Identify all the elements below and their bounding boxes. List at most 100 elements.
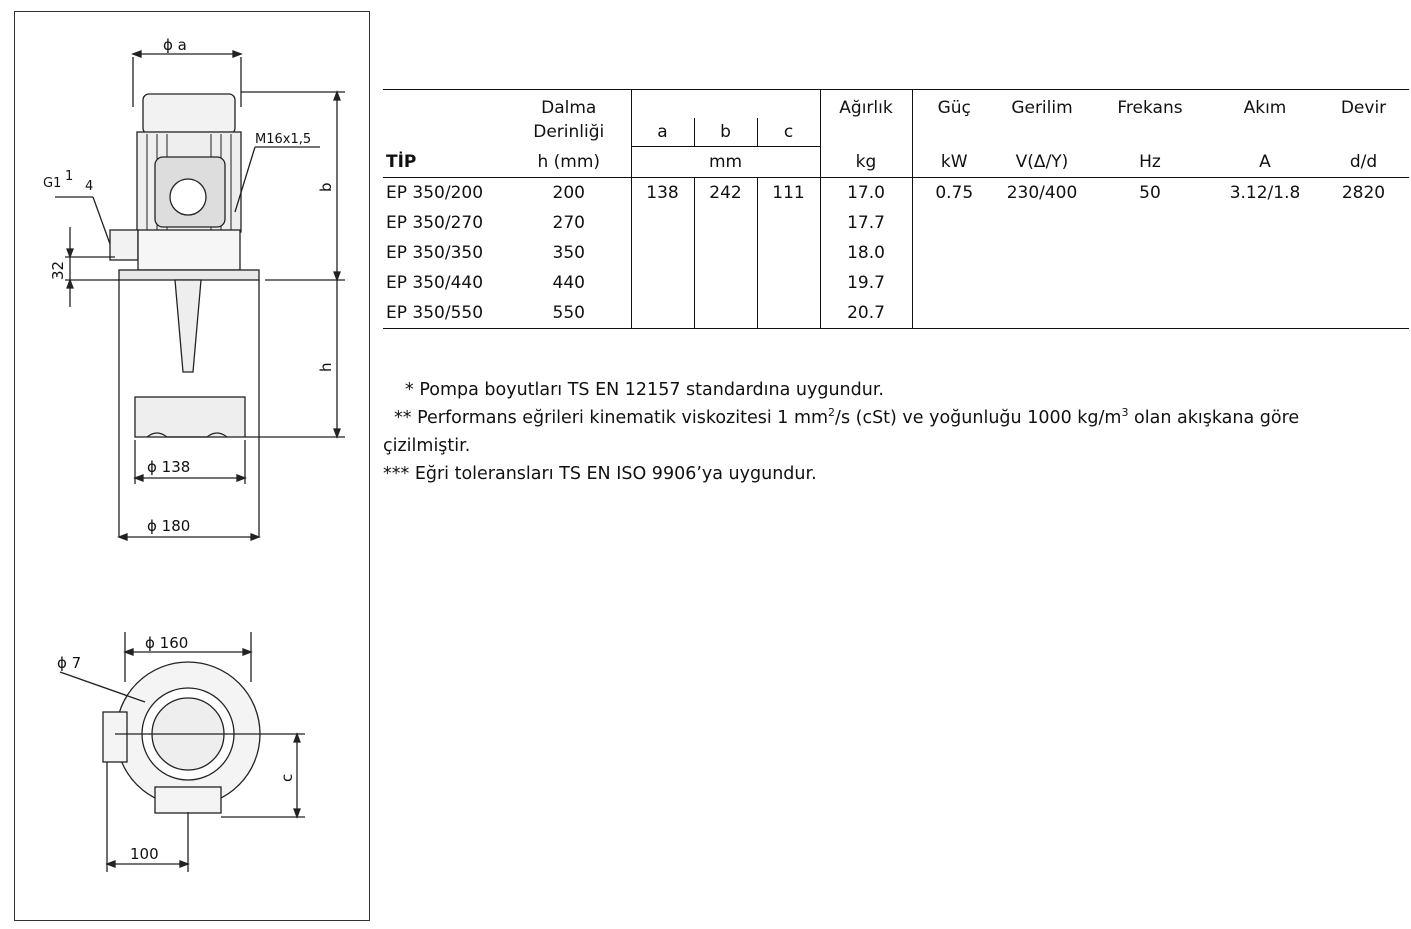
cell-v (996, 238, 1088, 268)
cell-rpm: 2820 (1341, 183, 1386, 203)
footnote-2-continued: çizilmiştir. (383, 436, 471, 456)
cell-v (996, 298, 1088, 329)
header-akim: Akım (1212, 89, 1318, 118)
cell-kg: 18.0 (819, 238, 912, 268)
header-guc: Güç (911, 89, 996, 118)
table-row: EP 350/270 270 17.7 (383, 208, 1409, 238)
header-b: b (693, 118, 757, 147)
cell-b (693, 208, 757, 238)
footnote-2-sup-2: 3 (1121, 406, 1129, 420)
cell-amp (1212, 208, 1318, 238)
cell-a (630, 208, 694, 238)
header-tip: TİP (383, 146, 507, 178)
thread-label: M16x1,5 (255, 132, 311, 147)
dim-138-label: ϕ 138 (147, 458, 190, 476)
dim-b-label: b (317, 182, 335, 192)
header-kg: kg (819, 146, 912, 178)
header-dalma: Dalma (507, 89, 631, 118)
cell-tip: EP 350/270 (386, 213, 484, 233)
cell-rpm (1318, 298, 1409, 329)
cell-amp (1212, 238, 1318, 268)
cell-c: 111 (756, 177, 820, 208)
header-agirlik: Ağırlık (819, 89, 912, 118)
cell-c (756, 208, 820, 238)
cell-a (630, 298, 694, 329)
g-frac-den: 4 (85, 179, 93, 194)
dim-160-label: ϕ 160 (145, 634, 188, 652)
dim-c-label: c (278, 774, 296, 782)
cell-tip: EP 350/350 (386, 243, 484, 263)
cell-b (693, 298, 757, 329)
cell-b (693, 268, 757, 298)
cell-amp (1212, 298, 1318, 329)
header-mm: mm (630, 146, 820, 178)
header-a: a (630, 118, 694, 147)
header-derinligi: Derinliği (533, 122, 605, 143)
cell-kg: 17.7 (819, 208, 912, 238)
cell-kw (911, 238, 996, 268)
cell-c (756, 238, 820, 268)
pump-drawing: ϕ a M16x1,5 G1 1 4 b 32 h ϕ 138 ϕ 180 ϕ … (43, 36, 345, 872)
cell-h: 270 (552, 213, 585, 233)
footnote-2-part-b: /s (cSt) ve yoğunluğu 1000 kg/m (835, 408, 1122, 428)
header-hz: Hz (1088, 146, 1212, 178)
cell-kw (911, 298, 996, 329)
header-gerilim: Gerilim (996, 89, 1088, 118)
cell-amp: 3.12/1.8 (1229, 183, 1301, 203)
cell-hz (1088, 238, 1212, 268)
cell-c (756, 298, 820, 329)
header-v: V(Δ/Y) (996, 146, 1088, 178)
header-h-mm: h (mm) (507, 146, 631, 178)
cell-b (693, 238, 757, 268)
cell-rpm (1318, 238, 1409, 268)
cell-a: 138 (630, 177, 694, 208)
footnote-2-part-c: olan akışkana göre (1128, 408, 1300, 428)
dim-100-label: 100 (130, 845, 159, 863)
footnote-1: * Pompa boyutları TS EN 12157 standardın… (405, 380, 884, 400)
cell-h: 440 (552, 273, 585, 293)
cell-kg: 17.0 (819, 177, 912, 208)
cell-v: 230/400 (1006, 183, 1078, 203)
cell-kw: 0.75 (911, 177, 996, 208)
cell-hz: 50 (1139, 183, 1161, 203)
header-c: c (756, 118, 820, 147)
cell-tip: EP 350/440 (386, 273, 484, 293)
cell-kw (911, 268, 996, 298)
dim-180-label: ϕ 180 (147, 517, 190, 535)
cell-hz (1088, 268, 1212, 298)
cell-v (996, 208, 1088, 238)
footnote-2-part-a: ** Performans eğrileri kinematik viskozi… (394, 408, 829, 428)
header-row-2: Derinliği a b c (383, 118, 1409, 147)
cell-c (756, 268, 820, 298)
cell-b: 242 (693, 177, 757, 208)
cell-rpm (1318, 208, 1409, 238)
header-amp: A (1212, 146, 1318, 178)
header-frekans: Frekans (1088, 89, 1212, 118)
dim-h-label: h (317, 362, 335, 372)
technical-drawing-panel: ϕ a M16x1,5 G1 1 4 b 32 h ϕ 138 ϕ 180 ϕ … (14, 11, 370, 921)
header-row-3: TİP h (mm) mm kg kW V(Δ/Y) Hz A d/d (383, 146, 1409, 178)
cell-tip: EP 350/550 (383, 298, 507, 329)
cell-hz (1088, 298, 1212, 329)
cell-h: 550 (507, 298, 631, 329)
cell-v (996, 268, 1088, 298)
cell-h: 200 (552, 183, 585, 203)
cell-a (630, 238, 694, 268)
footnote-2: ** Performans eğrileri kinematik viskozi… (383, 404, 1403, 432)
footnote-3: *** Eğri toleransları TS EN ISO 9906’ya … (383, 464, 817, 484)
dim-a-label: ϕ a (163, 36, 187, 54)
header-row-1: Dalma Ağırlık Güç Gerilim Frekans Akım D… (383, 89, 1409, 118)
dim-7-label: ϕ 7 (57, 654, 81, 672)
g-frac-num: 1 (65, 169, 73, 184)
footnotes: * Pompa boyutları TS EN 12157 standardın… (383, 376, 1403, 488)
cell-rpm (1318, 268, 1409, 298)
header-dd: d/d (1318, 146, 1409, 178)
spec-table: Dalma Ağırlık Güç Gerilim Frekans Akım D… (383, 89, 1409, 329)
dim-32-label: 32 (49, 261, 67, 280)
cell-kw (911, 208, 996, 238)
